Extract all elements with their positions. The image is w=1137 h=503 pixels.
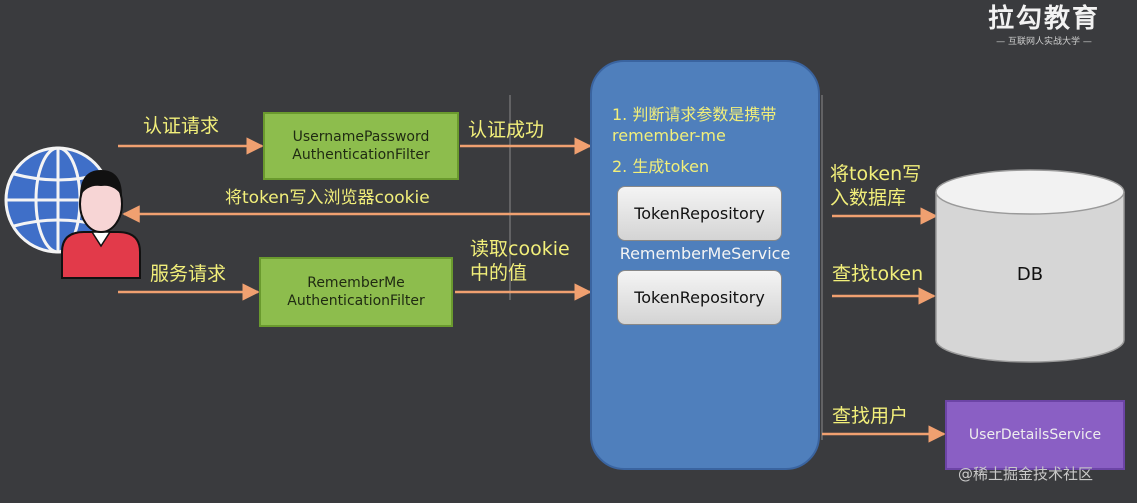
label-auth-request: 认证请求 [143, 115, 220, 137]
label-read-cookie-line2: 中的值 [470, 262, 528, 284]
remember-me-service-panel [590, 60, 820, 470]
username-password-filter-box: UsernamePassword AuthenticationFilter [263, 112, 459, 180]
label-find-user: 查找用户 [832, 405, 909, 427]
label-write-cookie: 将token写入浏览器cookie [225, 188, 430, 208]
label-service-request: 服务请求 [150, 263, 227, 285]
label-read-cookie-line1: 读取cookie [470, 238, 570, 260]
brand-logo-title: 拉勾教育 [987, 4, 1100, 34]
label-auth-success: 认证成功 [468, 119, 545, 141]
label-find-token: 查找token [832, 263, 924, 285]
rmaf-line1: RememberMe [307, 275, 405, 291]
upaf-line2: AuthenticationFilter [292, 147, 430, 163]
brand-logo-subtitle: — 互联网人实战大学 — [996, 37, 1092, 47]
service-step2: 2. 生成token [612, 157, 710, 176]
token-repository-bottom: TokenRepository [617, 270, 782, 325]
remember-me-filter-box: RememberMe AuthenticationFilter [259, 257, 453, 327]
database-label: DB [1016, 264, 1044, 285]
database-icon [935, 169, 1125, 363]
service-name: RememberMeService [619, 244, 791, 263]
brand-logo: 拉勾教育 — 互联网人实战大学 — [984, 2, 1104, 48]
label-write-db: 将token写 入数据库 [830, 162, 921, 210]
watermark-text: @稀土掘金技术社区 [958, 465, 1094, 483]
service-step1-line2: remember-me [612, 126, 726, 145]
upaf-line1: UsernamePassword [292, 129, 430, 145]
label-read-cookie: 读取cookie 中的值 [470, 237, 570, 285]
user-details-service-box: UserDetailsService [945, 400, 1125, 470]
token-repository-top: TokenRepository [617, 186, 782, 241]
rmaf-line2: AuthenticationFilter [287, 293, 425, 309]
user-globe-icon [4, 146, 141, 279]
label-write-db-line2: 入数据库 [830, 187, 907, 209]
service-step1: 1. 判断请求参数是携带 remember-me [612, 104, 776, 146]
label-write-db-line1: 将token写 [830, 163, 922, 185]
service-step1-line1: 1. 判断请求参数是携带 [612, 105, 777, 124]
